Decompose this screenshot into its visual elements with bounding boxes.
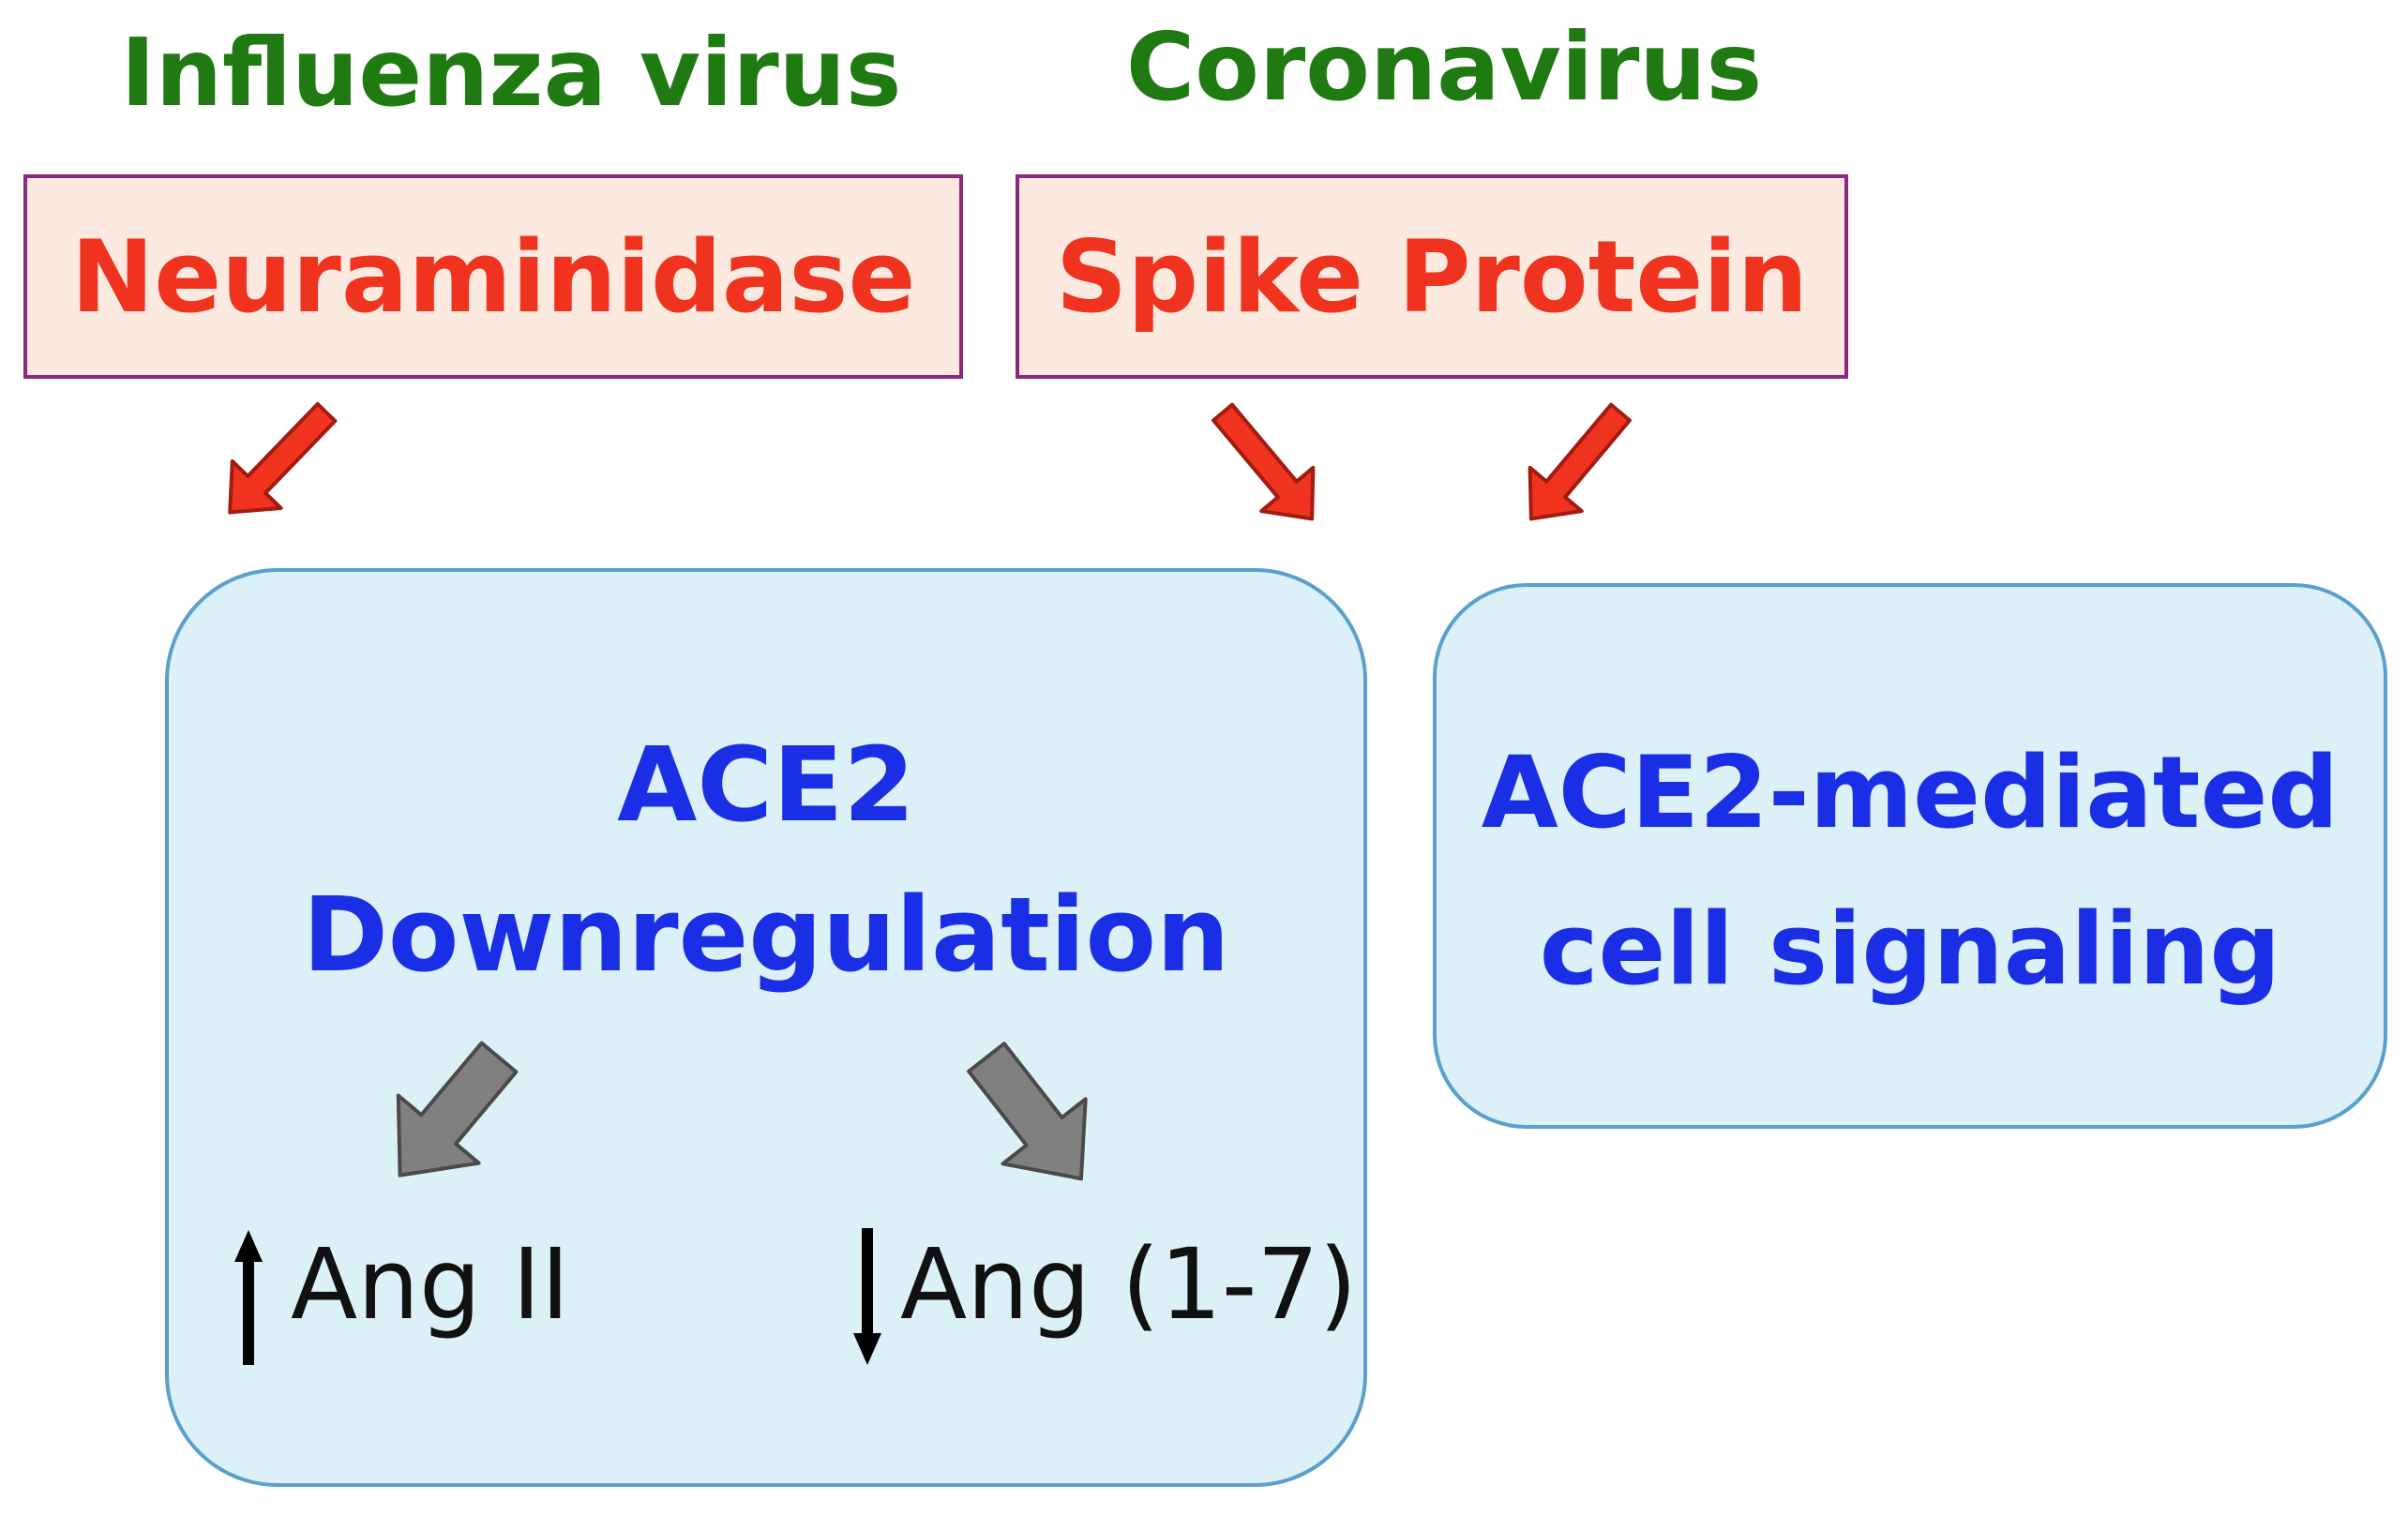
spike-protein-label: Spike Protein (1055, 218, 1809, 335)
downregulation-label: Downregulation (302, 875, 1230, 995)
arrow-up-icon (234, 1230, 263, 1365)
grey-arrow-icon-left (396, 1041, 519, 1178)
ace2-mediated-label: ACE2-mediated (1481, 735, 2340, 850)
red-arrow-icon-neuraminidase-to-downregulation (228, 401, 338, 515)
grey-arrow-icon-right (967, 1042, 1088, 1181)
ang-1-7-label: Ang (1-7) (900, 1227, 1358, 1342)
ace2-downregulation-box (165, 568, 1367, 1487)
influenza-virus-title: Influenza virus (120, 18, 902, 128)
ace2-label: ACE2 (617, 725, 915, 845)
ace2-signaling-box (1433, 583, 2387, 1129)
neuraminidase-label: Neuraminidase (70, 218, 916, 335)
red-arrow-icon-spike-to-signaling (1528, 402, 1632, 521)
cell-signaling-label: cell signaling (1539, 892, 2281, 1007)
neuraminidase-box: Neuraminidase (23, 174, 963, 379)
red-arrow-icon-spike-to-downregulation (1212, 402, 1316, 521)
coronavirus-title: Coronavirus (1125, 12, 1763, 122)
ang-ii-label: Ang II (291, 1227, 570, 1342)
spike-protein-box: Spike Protein (1016, 174, 1848, 379)
arrow-down-icon (853, 1228, 881, 1365)
